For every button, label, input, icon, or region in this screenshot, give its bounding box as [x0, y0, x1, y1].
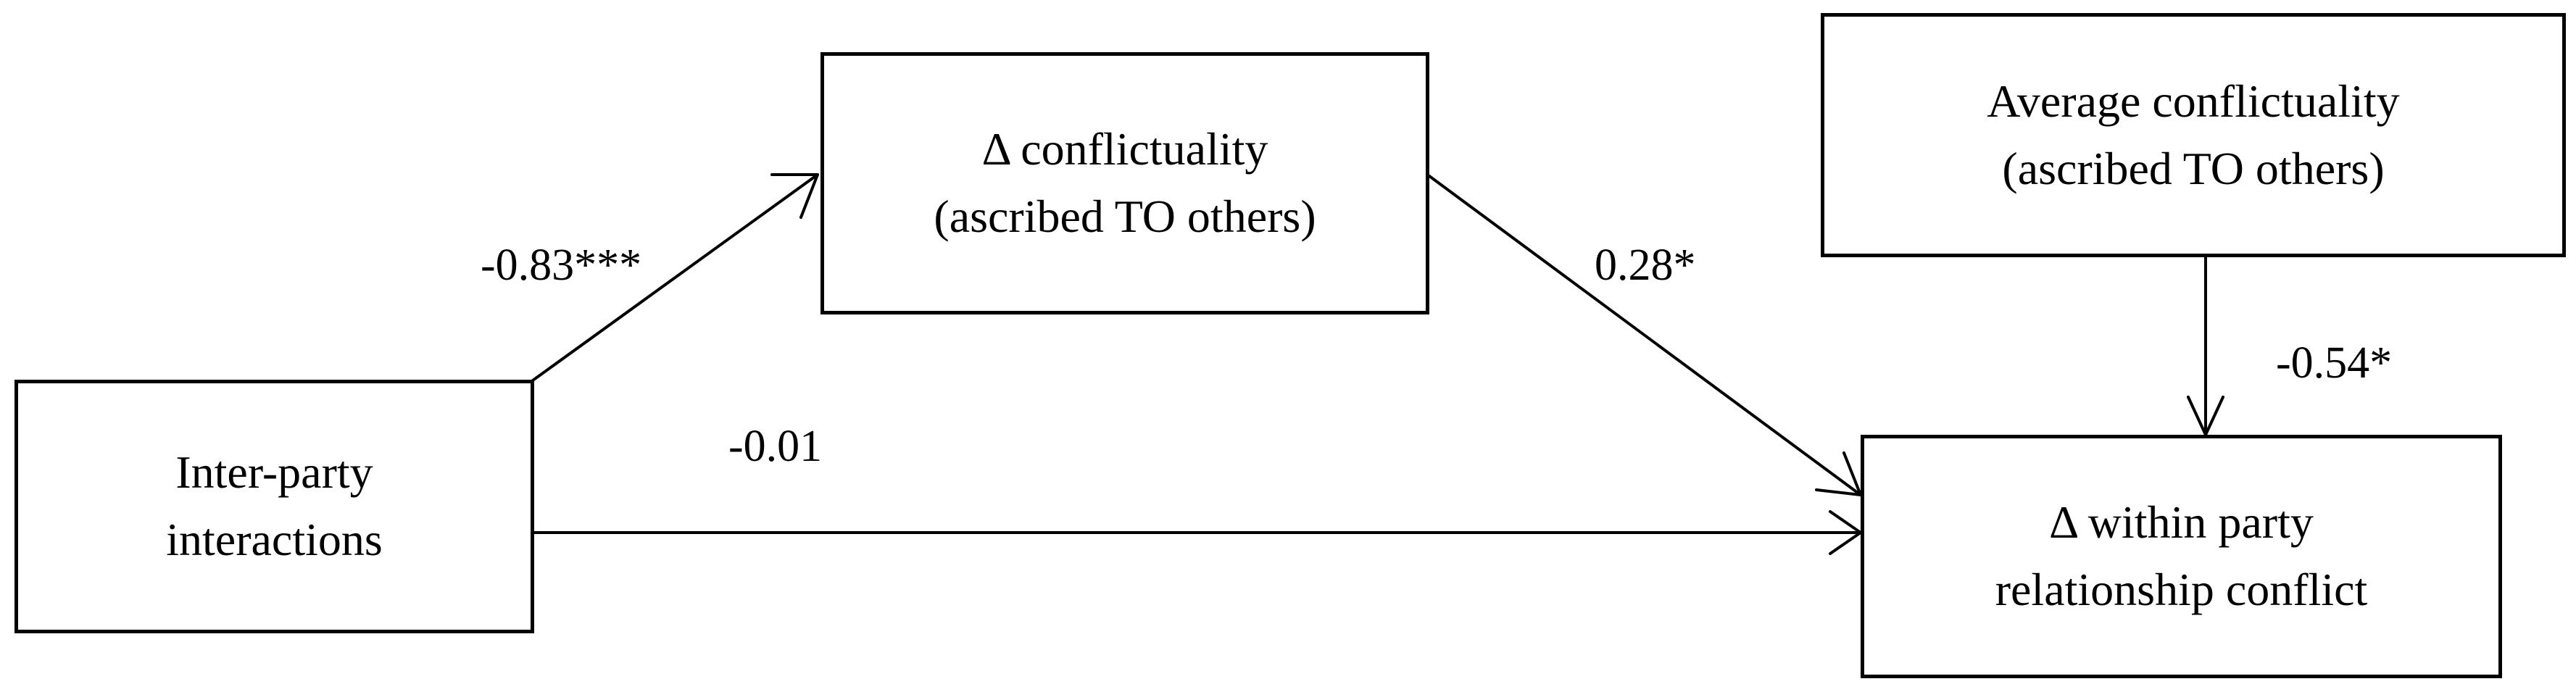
arrow-b-line — [1428, 175, 1862, 496]
node-delta-within-party-line2: relationship conflict — [1995, 564, 2368, 615]
coefficient-c-prime: -0.01 — [728, 422, 823, 471]
coefficient-b: 0.28* — [1595, 241, 1696, 290]
node-delta-conflictuality-line1: Δ conflictuality — [981, 123, 1268, 175]
node-inter-party-line1: Inter-party — [175, 446, 373, 499]
arrow-a-head — [770, 173, 819, 219]
coefficient-a: -0.83*** — [481, 241, 642, 290]
arrow-a-line — [531, 173, 819, 382]
node-average-conflictuality-line2: (ascribed TO others) — [2002, 142, 2385, 194]
node-average-conflictuality-line1: Average conflictuality — [1987, 75, 2400, 127]
node-delta-within-party-conflict: Δ within party relationship conflict — [1861, 435, 2502, 678]
node-inter-party-line2: interactions — [166, 514, 383, 565]
node-delta-conflictuality-line2: (ascribed TO others) — [934, 191, 1316, 242]
node-delta-within-party-line1: Δ within party — [2049, 496, 2314, 549]
node-average-conflictuality: Average conflictuality (ascribed TO othe… — [1821, 13, 2566, 257]
node-delta-conflictuality: Δ conflictuality (ascribed TO others) — [820, 52, 1429, 314]
node-inter-party-interactions: Inter-party interactions — [14, 380, 534, 633]
coefficient-moderator: -0.54* — [2276, 338, 2393, 388]
